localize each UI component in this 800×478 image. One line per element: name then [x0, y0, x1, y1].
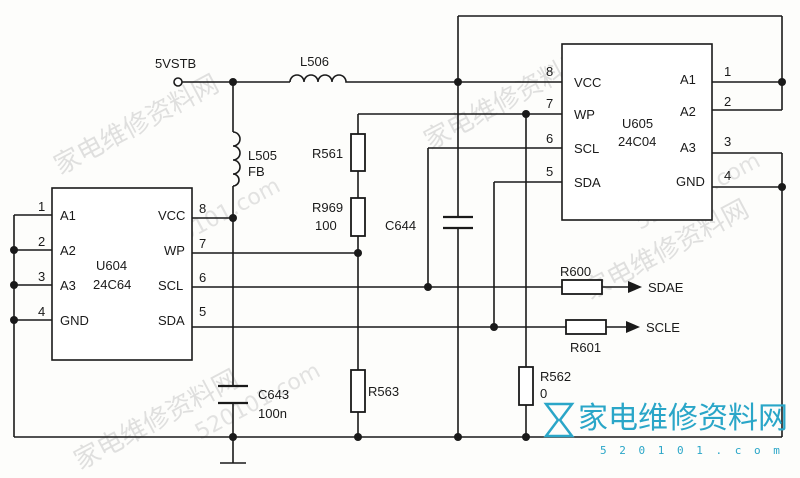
u604-pin-name: WP — [164, 243, 185, 258]
junction-dot — [354, 433, 362, 441]
u605-pin-name: WP — [574, 107, 595, 122]
label-r562: R562 — [540, 369, 571, 384]
u604-pin-number: 4 — [38, 304, 45, 319]
junction-dot — [10, 246, 18, 254]
inductor-l506 — [289, 74, 352, 83]
capacitors — [218, 215, 473, 405]
u604-pin-number: 8 — [199, 201, 206, 216]
u605-pin-name: SCL — [574, 141, 599, 156]
u605-pin-name: A1 — [680, 72, 696, 87]
chip-u605 — [561, 43, 713, 221]
u605-pin-number: 4 — [724, 168, 731, 183]
junction-dot — [354, 249, 362, 257]
u605-name: U605 — [622, 116, 653, 131]
watermark-text: 家电维修资料网 — [49, 69, 224, 181]
u605-part: 24C04 — [618, 134, 656, 149]
u604-pin-name: A2 — [60, 243, 76, 258]
u605-pin-number: 2 — [724, 94, 731, 109]
junction-dot — [229, 78, 237, 86]
junctions — [10, 78, 786, 441]
junction-dot — [454, 78, 462, 86]
label-r562-value: 0 — [540, 386, 547, 401]
u604-part: 24C64 — [93, 277, 131, 292]
label-l506: L506 — [300, 54, 329, 69]
inductor-l505 — [232, 131, 241, 187]
u604-pin-name: SCL — [158, 278, 183, 293]
label-r969-value: 100 — [315, 218, 337, 233]
label-c643: C643 — [258, 387, 289, 402]
logo-icon — [543, 402, 575, 438]
resistor-r969 — [350, 197, 366, 237]
label-r969: R969 — [312, 200, 343, 215]
label-r600: R600 — [560, 264, 591, 279]
logo-text: 家电维修资料网 — [578, 401, 788, 436]
site-logo: 家电维修资料网 5 2 0 1 0 1 . c o m — [543, 401, 788, 457]
u605-pin-name: SDA — [574, 175, 601, 190]
u604-pin-number: 3 — [38, 269, 45, 284]
label-r563: R563 — [368, 384, 399, 399]
label-r601: R601 — [570, 340, 601, 355]
junction-dot — [229, 214, 237, 222]
u604-pin-name: SDA — [158, 313, 185, 328]
junction-dot — [424, 283, 432, 291]
logo-url: 5 2 0 1 0 1 . c o m — [600, 444, 783, 457]
label-l505: L505 — [248, 148, 277, 163]
u605-pin-number: 1 — [724, 64, 731, 79]
arrow-scle — [626, 321, 640, 333]
junction-dot — [454, 433, 462, 441]
u605-pin-name: A3 — [680, 140, 696, 155]
u604-pin-name: A3 — [60, 278, 76, 293]
label-r561: R561 — [312, 146, 343, 161]
junction-dot — [522, 110, 530, 118]
resistor-r562 — [518, 366, 534, 406]
u605-pin-name: VCC — [574, 75, 601, 90]
u604-pin-number: 1 — [38, 199, 45, 214]
u604-pin-name: A1 — [60, 208, 76, 223]
u605-pin-number: 6 — [546, 131, 553, 146]
junction-dot — [778, 183, 786, 191]
resistor-r561 — [350, 133, 366, 172]
junction-dot — [10, 316, 18, 324]
u605-pin-number: 7 — [546, 96, 553, 111]
label-c644: C644 — [385, 218, 416, 233]
u605-pin-name: GND — [676, 174, 705, 189]
junction-dot — [490, 323, 498, 331]
label-l505-sub: FB — [248, 164, 265, 179]
u604-pin-number: 2 — [38, 234, 45, 249]
u605-pin-number: 3 — [724, 134, 731, 149]
junction-dot — [10, 281, 18, 289]
junction-dot — [229, 433, 237, 441]
u605-pin-name: A2 — [680, 104, 696, 119]
resistor-r601 — [565, 319, 607, 335]
u604-pin-name: VCC — [158, 208, 185, 223]
label-sdae: SDAE — [648, 280, 684, 295]
resistor-r600 — [561, 279, 603, 295]
u605-pin-number: 5 — [546, 164, 553, 179]
u604-name: U604 — [96, 258, 127, 273]
arrows — [626, 281, 642, 333]
u604-pin-name: GND — [60, 313, 89, 328]
label-supply: 5VSTB — [155, 56, 196, 71]
wires — [13, 15, 783, 464]
junction-dot — [522, 433, 530, 441]
resistors — [350, 133, 607, 413]
u605-pin-number: 8 — [546, 64, 553, 79]
u604-pin-number: 6 — [199, 270, 206, 285]
label-c643-value: 100n — [258, 406, 287, 421]
u604-pin-number: 5 — [199, 304, 206, 319]
resistor-r563 — [350, 369, 366, 413]
junction-dot — [778, 78, 786, 86]
u604-pin-number: 7 — [199, 236, 206, 251]
label-scle: SCLE — [646, 320, 680, 335]
arrow-sdae — [628, 281, 642, 293]
supply-terminal — [173, 77, 183, 87]
chip-u604 — [51, 187, 193, 361]
